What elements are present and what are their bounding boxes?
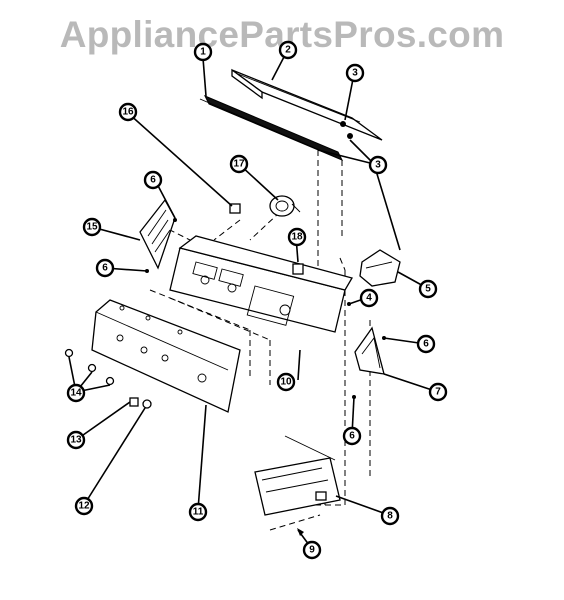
svg-text:6: 6 <box>150 175 156 186</box>
part-end-cap-right <box>354 326 385 375</box>
svg-text:4: 4 <box>366 293 372 304</box>
svg-text:1: 1 <box>200 47 206 58</box>
callout-18: 18 <box>287 227 307 247</box>
callout-13: 13 <box>66 430 86 450</box>
callout-2: 2 <box>278 40 298 60</box>
part-end-cap-left <box>139 198 176 270</box>
callout-17: 17 <box>229 154 249 174</box>
part-switch-18 <box>292 263 304 275</box>
svg-text:3: 3 <box>352 68 358 79</box>
svg-text:17: 17 <box>233 159 245 170</box>
svg-text:16: 16 <box>122 107 134 118</box>
callout-10: 10 <box>276 372 296 392</box>
screw-6a <box>173 218 177 222</box>
part-bottom-bracket <box>254 435 341 516</box>
part-knob-14b <box>87 363 97 373</box>
callout-6-bottom: 6 <box>342 426 362 446</box>
svg-text:11: 11 <box>193 507 204 518</box>
part-console-panel <box>169 235 353 333</box>
part-button-13 <box>129 397 139 407</box>
callout-9: 9 <box>302 540 322 560</box>
screw-top <box>340 121 346 127</box>
callout-14: 14 <box>66 383 86 403</box>
callout-7: 7 <box>428 382 448 402</box>
svg-text:3: 3 <box>375 160 381 171</box>
callout-6-right: 6 <box>416 334 436 354</box>
part-knob-14a <box>64 348 74 358</box>
part-knob <box>269 195 301 217</box>
svg-text:6: 6 <box>423 339 429 350</box>
callout-3-top: 3 <box>345 63 365 83</box>
screw-top-2 <box>347 133 353 139</box>
part-switch-16 <box>229 203 241 214</box>
part-front-panel <box>91 299 241 413</box>
callout-16: 16 <box>118 102 138 122</box>
callout-5: 5 <box>418 279 438 299</box>
svg-text:15: 15 <box>86 222 98 233</box>
svg-text:9: 9 <box>309 545 315 556</box>
svg-text:2: 2 <box>285 45 291 56</box>
svg-text:8: 8 <box>387 511 393 522</box>
part-knob-14c <box>105 376 115 386</box>
svg-text:5: 5 <box>425 284 431 295</box>
callout-4: 4 <box>359 288 379 308</box>
svg-text:6: 6 <box>102 263 108 274</box>
callout-15: 15 <box>82 217 102 237</box>
callout-12: 12 <box>74 496 94 516</box>
svg-text:14: 14 <box>70 388 82 399</box>
callout-6-left: 6 <box>95 258 115 278</box>
part-knob-12 <box>142 399 152 409</box>
callout-3-mid: 3 <box>368 155 388 175</box>
svg-text:10: 10 <box>280 377 292 388</box>
callout-6-left-top: 6 <box>143 170 163 190</box>
svg-text:7: 7 <box>435 387 441 398</box>
callout-1: 1 <box>193 42 213 62</box>
callout-11: 11 <box>188 502 208 522</box>
svg-text:6: 6 <box>349 431 355 442</box>
svg-text:18: 18 <box>291 232 303 243</box>
callout-8: 8 <box>380 506 400 526</box>
part-timer <box>359 249 401 287</box>
svg-text:12: 12 <box>78 501 90 512</box>
svg-text:13: 13 <box>70 435 82 446</box>
